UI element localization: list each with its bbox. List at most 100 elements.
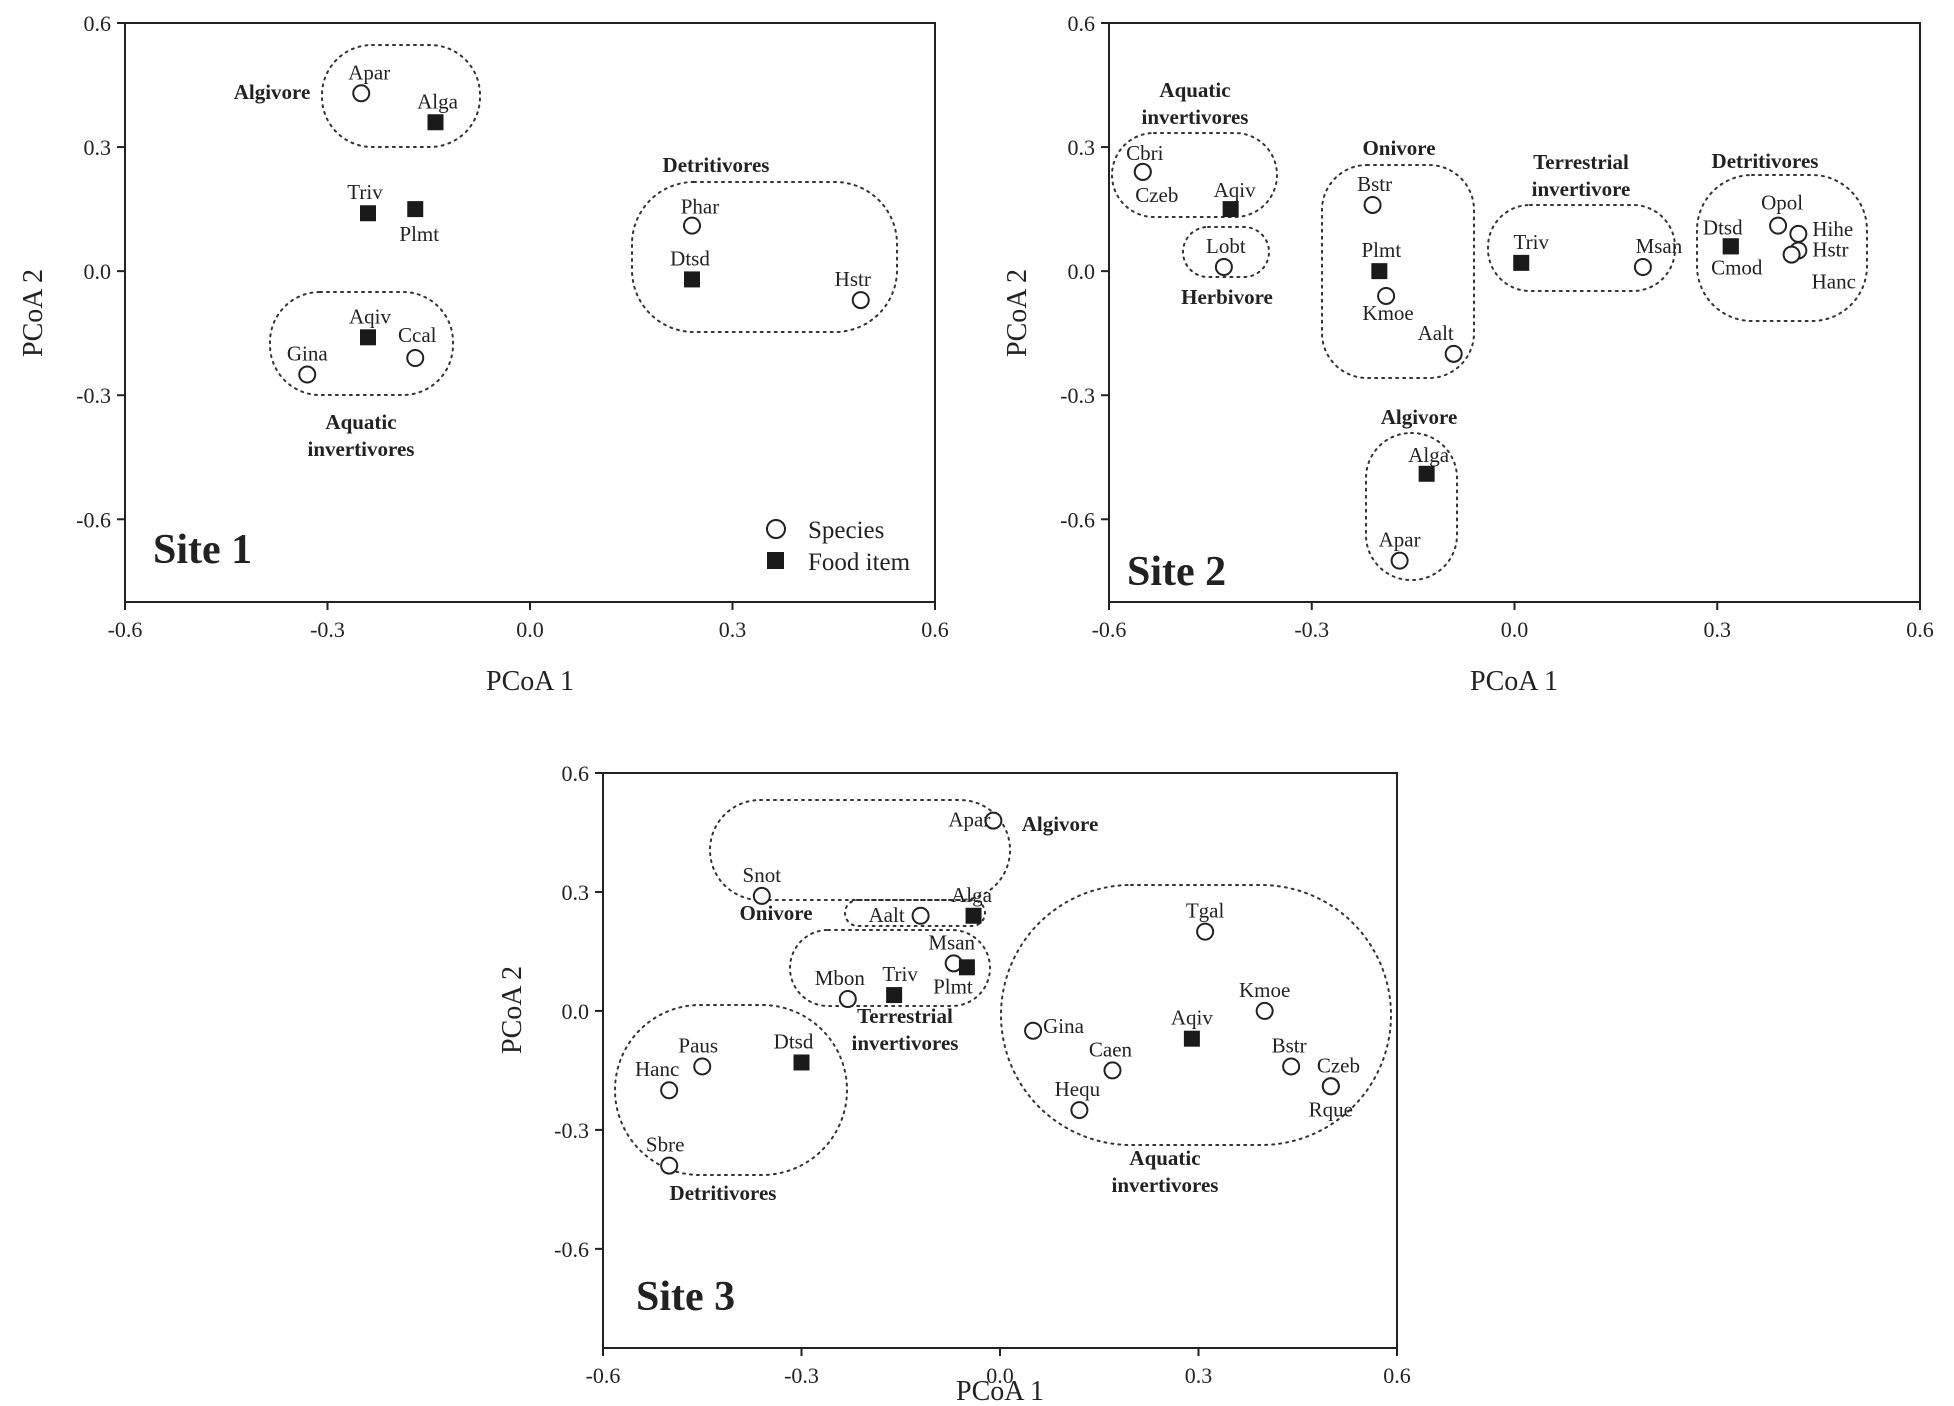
point-label: Phar [681,195,720,219]
y-tick-label: 0.0 [1068,259,1096,284]
y-tick-label: -0.3 [76,383,111,408]
species-point [984,811,1003,830]
species-point [1103,1061,1122,1080]
point-label: Alga [417,89,459,113]
food-item-point [1513,254,1530,271]
group-hull [269,291,454,396]
x-tick-label: -0.6 [108,617,143,642]
x-tick-label: 0.3 [1704,617,1732,642]
group-label: Detritivores [663,153,770,177]
group-label: Algivore [234,80,311,104]
group-label: invertivores [308,437,415,461]
point-label: Tgal [1186,899,1225,923]
group-hull [614,1004,848,1176]
y-tick-label: 0.0 [562,999,590,1024]
y-axis-title: PCoA 2 [18,269,49,357]
food-item-point [958,959,975,976]
x-tick-label: -0.3 [310,617,345,642]
x-tick-label: 0.6 [1383,1363,1411,1388]
species-point [752,886,771,905]
species-point [1782,245,1801,264]
group-label: Algivore [1381,405,1458,429]
x-tick-label: 0.3 [719,617,747,642]
legend-food-item-marker [767,552,784,569]
group-hull [1487,204,1676,292]
y-tick-label: 0.0 [84,259,112,284]
point-label: Apar [1379,528,1421,552]
group-hull [1111,132,1278,218]
x-axis-title: PCoA 1 [956,1376,1044,1406]
point-label: Dtsd [1703,215,1743,239]
species-point [1633,258,1652,277]
group-hull [1321,164,1475,379]
point-label: Apar [348,60,390,84]
species-point [406,348,425,367]
y-tick-label: -0.3 [1060,383,1095,408]
y-tick-label: -0.3 [554,1118,589,1143]
legend-species-marker [766,519,786,539]
point-label: Triv [1514,230,1550,254]
y-tick-label: 0.3 [562,880,590,905]
food-item-point [965,907,982,924]
point-label: Bstr [1357,172,1392,196]
point-label: Dtsd [774,1029,814,1053]
x-tick-label: 0.0 [516,617,544,642]
x-tick-label: -0.3 [1294,617,1329,642]
species-point [1214,258,1233,277]
site-label: Site 2 [1127,549,1226,595]
group-label: Aquatic [1129,1146,1200,1170]
food-item-point [1183,1030,1200,1047]
food-item-point [886,987,903,1004]
y-tick-label: -0.6 [1060,507,1095,532]
group-label: Aquatic [325,410,396,434]
group-hull [1696,174,1868,322]
y-tick-label: -0.6 [554,1237,589,1262]
point-label: Lobt [1206,234,1246,258]
point-label: Hihe [1812,217,1853,241]
point-label: Plmt [933,974,973,998]
group-label: Aquatic [1159,78,1230,102]
species-point [1789,224,1808,243]
x-tick-label: 0.0 [986,1363,1014,1388]
species-point [693,1057,712,1076]
point-label: Kmoe [1239,978,1290,1002]
point-label: Hequ [1055,1077,1101,1101]
point-label: Kmoe [1362,301,1413,325]
point-label: Hstr [835,267,871,291]
food-item-point [793,1054,810,1071]
legend-food-item-label: Food item [808,549,911,576]
species-point [660,1156,679,1175]
species-point [1070,1101,1089,1120]
group-label: Algivore [1022,812,1099,836]
point-label: Triv [347,180,383,204]
x-tick-label: -0.3 [784,1363,819,1388]
point-label: Msan [1636,234,1683,258]
group-hull [789,929,991,1007]
group-hull [1182,226,1270,278]
x-tick-label: 0.3 [1185,1363,1213,1388]
x-axis-title: PCoA 1 [1470,666,1558,697]
food-item-point [1222,201,1239,218]
x-tick-label: -0.6 [1092,617,1127,642]
point-label: Aqiv [1171,1006,1214,1030]
point-label: Rque [1309,1097,1353,1121]
point-label: Mbon [815,966,866,990]
point-label: Ccal [398,323,437,347]
food-item-point [1722,238,1739,255]
point-label: Aqiv [349,304,392,328]
point-label: Gina [1043,1014,1085,1038]
group-hull [844,899,986,927]
point-label: Cbri [1126,141,1164,165]
point-label: Caen [1089,1037,1133,1061]
point-label: Aalt [1418,321,1454,345]
food-item-point [1371,263,1388,280]
point-label: Czeb [1317,1053,1360,1077]
point-label: Alga [1408,443,1450,467]
point-label: Triv [882,962,918,986]
point-label: Hstr [1812,237,1848,261]
group-label: Terrestrial [857,1004,953,1028]
group-label: Terrestrial [1533,150,1629,174]
point-label: Alga [951,883,993,907]
